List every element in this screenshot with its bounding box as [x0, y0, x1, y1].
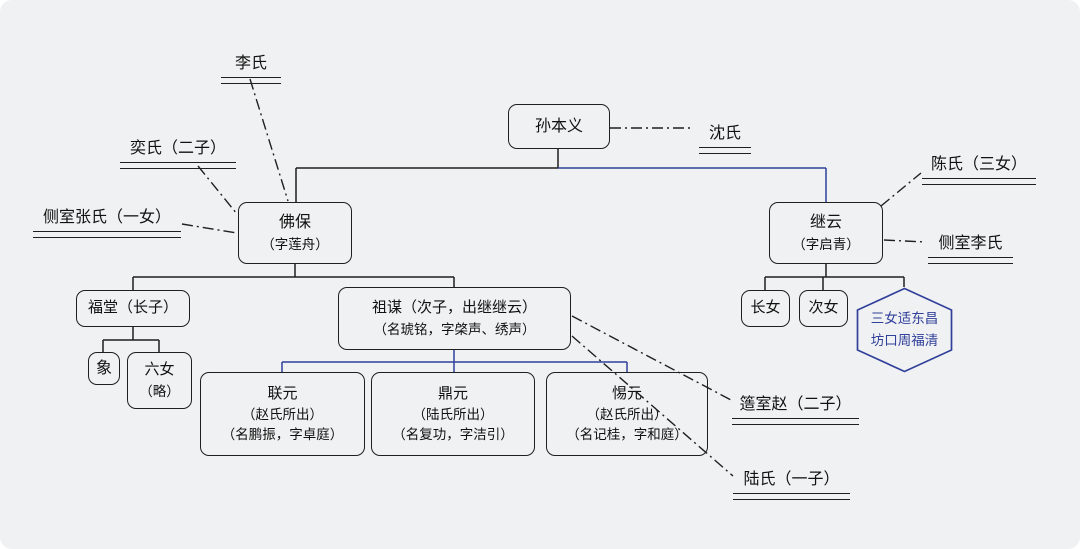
spouse-label-ceshi-li: 侧室李氏	[928, 229, 1013, 264]
node-label: 次女	[808, 299, 839, 317]
node-sublabel: （名复功，字洁引）	[392, 427, 514, 443]
spouse-text: 陈氏（三女）	[930, 156, 1027, 173]
double-underline	[733, 493, 850, 500]
double-underline	[699, 147, 751, 154]
node-label: 祖谋（次子，出继继云）	[371, 299, 537, 317]
node-label: 孙本义	[534, 117, 583, 135]
node-lianyuan: 联元 （赵氏所出） （名鹏振，字卓庭）	[200, 372, 365, 456]
node-label-line: 坊口周福清	[870, 333, 939, 348]
node-label-line: 三女适东昌	[870, 310, 939, 326]
node-label: 六女	[144, 361, 175, 379]
node-changnv: 长女	[741, 290, 790, 327]
hexagon-shape	[856, 287, 953, 373]
double-underline	[922, 178, 1036, 185]
spouse-label-yi-shi: 奕氏（二子）	[120, 134, 236, 169]
node-fobao: 佛保 （字莲舟）	[238, 202, 352, 264]
double-underline	[732, 418, 859, 425]
spouse-label-li-shi: 李氏	[221, 49, 281, 84]
node-sublabel: （名琥铭，字棨声、绣声）	[373, 321, 536, 337]
node-label: 惕元	[611, 384, 642, 402]
node-tiyuan: 惕元 （赵氏所出） （名记桂，字和庭）	[546, 372, 708, 456]
node-label: 象	[95, 359, 112, 377]
spouse-label-lu-shi: 陆氏（一子）	[733, 465, 850, 500]
node-futang: 福堂（长子）	[76, 290, 190, 327]
spouse-label-chen-shi: 陈氏（三女）	[922, 150, 1036, 185]
node-liunv: 六女 （略）	[127, 352, 192, 409]
node-label: 联元	[267, 384, 298, 402]
node-sannv-hexagon: 三女适东昌 坊口周福清	[856, 287, 953, 373]
node-dingyuan: 鼎元 （陆氏所出） （名复功，字洁引）	[371, 372, 535, 456]
node-label: 继云	[809, 213, 842, 231]
node-label: 佛保	[278, 213, 311, 231]
node-sun-benyi: 孙本义	[508, 104, 610, 149]
node-sublabel: （字莲舟）	[261, 236, 329, 252]
node-sublabel: （赵氏所出）	[586, 407, 668, 422]
node-label: 长女	[750, 299, 781, 317]
node-label: 三女适东昌 坊口周福清	[856, 287, 953, 373]
spouse-text: 陆氏（一子）	[743, 471, 840, 488]
spouse-text: 奕氏（二子）	[129, 140, 226, 157]
node-sublabel: （字启青）	[792, 236, 860, 252]
node-sublabel: （略）	[139, 383, 180, 399]
node-sublabel: （名鹏振，字卓庭）	[221, 427, 344, 443]
spouse-text: 沈氏	[708, 125, 741, 142]
node-jiyun: 继云 （字启青）	[769, 202, 883, 264]
node-cinv: 次女	[799, 290, 848, 327]
node-sublabel: （赵氏所出）	[242, 407, 323, 422]
node-label: 鼎元	[437, 384, 468, 402]
node-zumou: 祖谋（次子，出继继云） （名琥铭，字棨声、绣声）	[338, 287, 571, 350]
spouse-label-zaoshi-zhao: 簉室赵（二子）	[732, 390, 859, 425]
node-label: 福堂（长子）	[87, 299, 178, 317]
node-sublabel: （名记桂，字和庭）	[566, 427, 688, 443]
node-sublabel: （陆氏所出）	[412, 407, 494, 422]
double-underline	[120, 162, 236, 169]
double-underline	[928, 257, 1013, 264]
double-underline	[221, 77, 281, 84]
spouse-text: 侧室李氏	[938, 235, 1003, 252]
spouse-text: 侧室张氏（一女）	[42, 209, 171, 226]
spouse-label-ceshi-zhang: 侧室张氏（一女）	[33, 203, 181, 238]
double-underline	[33, 231, 181, 238]
spouse-text: 簉室赵（二子）	[739, 396, 852, 413]
node-xiang: 象	[88, 352, 120, 385]
spouse-text: 李氏	[234, 55, 267, 72]
spouse-label-shen-shi: 沈氏	[699, 119, 751, 154]
